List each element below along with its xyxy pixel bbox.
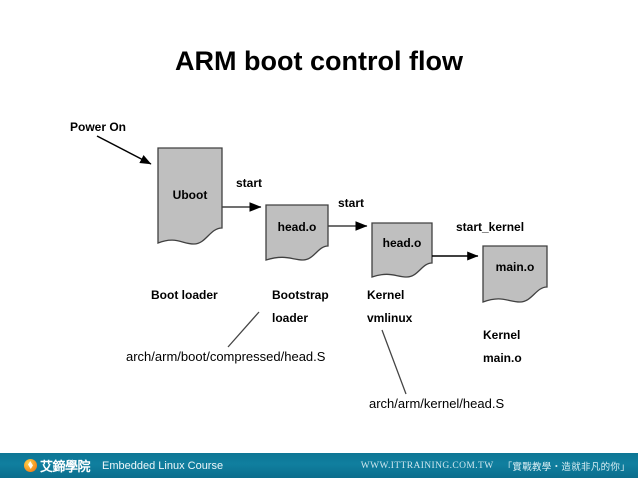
caption-kernel-main-line1: Kernel xyxy=(483,328,521,342)
caption-kernel-main-line2: main.o xyxy=(483,351,522,365)
caption-kernel-line1: Kernel xyxy=(367,288,405,302)
caption-kernel-line2: vmlinux xyxy=(367,311,413,325)
shape-kernel-head xyxy=(371,222,433,278)
brand-logo: 艾鍗學院 xyxy=(24,456,91,475)
arrow-power-on xyxy=(96,135,152,165)
shape-label-bootstrap-head: head.o xyxy=(277,220,317,234)
caption-boot-loader: Boot loader xyxy=(151,288,218,302)
logo-flame-icon xyxy=(24,459,37,472)
connector-bootstrap-path xyxy=(227,311,260,348)
path-label-kernel: arch/arm/kernel/head.S xyxy=(369,396,505,411)
caption-bootstrap-line1: Bootstrap xyxy=(272,288,329,302)
path-label-bootstrap: arch/arm/boot/compressed/head.S xyxy=(126,349,326,364)
label-power-on: Power On xyxy=(70,120,127,134)
footer-website-url: WWW.ITTRAINING.COM.TW xyxy=(360,460,494,471)
edge-label-bootstrap-to-kernel: start xyxy=(338,196,365,210)
footer-right-group: WWW.ITTRAINING.COM.TW 「實戰教學‧造就非凡的你」 xyxy=(361,453,630,478)
footer-course-name: Embedded Linux Course xyxy=(102,459,224,472)
footer-slogan: 「實戰教學‧造就非凡的你」 xyxy=(502,461,630,473)
footer-bar: 艾鍗學院 Embedded Linux Course WWW.ITTRAININ… xyxy=(0,453,638,478)
shape-label-uboot: Uboot xyxy=(172,188,208,202)
edge-label-uboot-to-bootstrap: start xyxy=(236,176,263,190)
page-title: ARM boot control flow xyxy=(175,46,463,76)
edge-label-kernel-to-main: start_kernel xyxy=(456,220,525,234)
logo-text: 艾鍗學院 xyxy=(40,459,91,474)
connector-kernel-path xyxy=(381,329,407,395)
shape-label-main-o: main.o xyxy=(495,260,535,274)
caption-bootstrap-line2: loader xyxy=(272,311,309,325)
shape-uboot xyxy=(157,147,223,245)
shape-bootstrap-head xyxy=(265,204,329,261)
shape-main-o xyxy=(482,245,548,303)
shape-label-kernel-head: head.o xyxy=(382,236,422,250)
